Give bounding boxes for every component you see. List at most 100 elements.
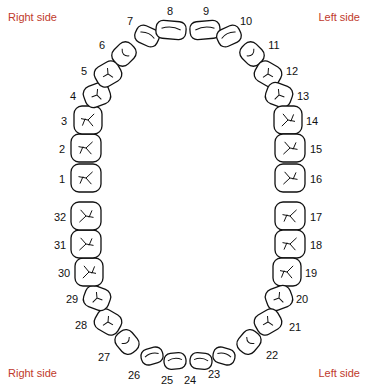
tooth-number-box: 22 xyxy=(266,345,278,363)
tooth-shape xyxy=(75,258,103,286)
tooth-shape xyxy=(71,134,101,162)
tooth-groove xyxy=(93,292,105,305)
tooth-groove xyxy=(195,26,214,30)
tooth-number-box: 29 xyxy=(66,289,78,307)
tooth-number: 7 xyxy=(127,15,133,27)
tooth-shape xyxy=(275,230,305,258)
tooth-number-box: 28 xyxy=(75,315,87,333)
tooth-number-box: 30 xyxy=(58,263,70,281)
tooth-outline xyxy=(275,164,305,192)
tooth-shape xyxy=(91,306,125,338)
tooth-number-box: 24 xyxy=(184,370,196,388)
tooth-groove xyxy=(283,172,297,184)
tooth-outline xyxy=(273,258,301,286)
tooth-shape xyxy=(263,283,295,313)
tooth-number-box: 9 xyxy=(203,1,209,19)
tooth-groove xyxy=(282,114,295,126)
side-label: Right side xyxy=(8,11,57,23)
tooth-number-box: 1 xyxy=(59,169,65,187)
tooth-number: 5 xyxy=(81,65,87,77)
tooth-shape xyxy=(71,164,101,192)
tooth-groove xyxy=(221,30,236,38)
tooth-groove xyxy=(100,68,113,82)
tooth-number-box: 16 xyxy=(310,169,322,187)
tooth-number-box: 2 xyxy=(59,139,65,157)
tooth-outline xyxy=(81,283,113,313)
tooth-number: 20 xyxy=(296,293,308,305)
tooth-groove xyxy=(217,352,231,357)
tooth-shape xyxy=(71,202,101,230)
tooth-number: 25 xyxy=(161,374,173,386)
tooth-number: 28 xyxy=(75,319,87,331)
tooth-outline xyxy=(275,134,305,162)
tooth-number: 12 xyxy=(286,65,298,77)
tooth-shape xyxy=(234,326,265,357)
tooth-shape xyxy=(275,164,305,192)
tooth-groove xyxy=(79,210,93,222)
tooth-outline xyxy=(263,283,295,313)
tooth-groove xyxy=(168,358,182,361)
tooth-number-box: 5 xyxy=(81,61,87,79)
tooth-shape xyxy=(163,352,186,370)
tooth-number: 19 xyxy=(305,267,317,279)
tooth-number: 23 xyxy=(208,368,220,380)
tooth-shape xyxy=(108,38,139,69)
tooth-number: 29 xyxy=(66,293,78,305)
tooth-shape xyxy=(275,134,305,162)
tooth-number-box: 10 xyxy=(240,11,252,29)
tooth-number: 24 xyxy=(184,374,196,386)
tooth-outline xyxy=(75,258,103,286)
tooth-number: 11 xyxy=(268,39,279,51)
tooth-shape xyxy=(274,106,302,134)
tooth-shape xyxy=(214,23,243,49)
tooth-shape xyxy=(273,258,301,286)
tooth-number: 26 xyxy=(128,369,140,381)
tooth-number: 31 xyxy=(54,239,66,251)
tooth-outline xyxy=(163,352,186,370)
tooth-number-box: 20 xyxy=(296,289,308,307)
tooth-groove xyxy=(79,172,93,184)
tooth-groove xyxy=(283,142,297,154)
tooth-number: 4 xyxy=(70,90,76,102)
tooth-shape xyxy=(81,283,113,313)
tooth-number: 16 xyxy=(310,173,322,185)
tooth-outline xyxy=(71,134,101,162)
tooth-outline xyxy=(71,202,101,230)
tooth-number: 21 xyxy=(289,321,301,333)
tooth-outline xyxy=(155,20,186,41)
side-label: Left side xyxy=(318,11,360,23)
tooth-number-box: 18 xyxy=(310,235,322,253)
tooth-groove xyxy=(120,49,129,58)
tooth-number-box: 14 xyxy=(306,111,318,129)
tooth-outline xyxy=(263,80,295,110)
tooth-groove xyxy=(162,26,181,30)
tooth-shape xyxy=(263,80,295,110)
tooth-number-box: 23 xyxy=(208,364,220,382)
tooth-number-box: 27 xyxy=(98,347,110,365)
tooth-outline xyxy=(214,23,243,49)
side-label: Left side xyxy=(318,367,360,379)
tooth-number-box: 4 xyxy=(70,86,76,104)
tooth-shape xyxy=(71,230,101,258)
tooth-shape xyxy=(189,352,212,370)
side-label-box: Right side xyxy=(8,7,57,25)
tooth-groove xyxy=(90,89,102,102)
tooth-number-box: 11 xyxy=(268,35,279,53)
tooth-outline xyxy=(139,345,164,366)
tooth-number-box: 21 xyxy=(289,317,301,335)
tooth-groove xyxy=(103,316,116,330)
tooth-number: 27 xyxy=(98,351,110,363)
tooth-shape xyxy=(139,345,164,366)
tooth-number: 14 xyxy=(306,115,318,127)
side-label-box: Left side xyxy=(318,7,360,25)
tooth-number-box: 7 xyxy=(127,11,133,29)
tooth-outline xyxy=(234,326,265,357)
tooth-number: 30 xyxy=(58,267,70,279)
tooth-groove xyxy=(280,266,293,278)
tooth-number: 13 xyxy=(297,90,309,102)
tooth-number-box: 6 xyxy=(99,35,105,53)
tooth-outline xyxy=(274,106,302,134)
tooth-number-box: 8 xyxy=(167,1,173,19)
tooth-outline xyxy=(189,352,212,370)
